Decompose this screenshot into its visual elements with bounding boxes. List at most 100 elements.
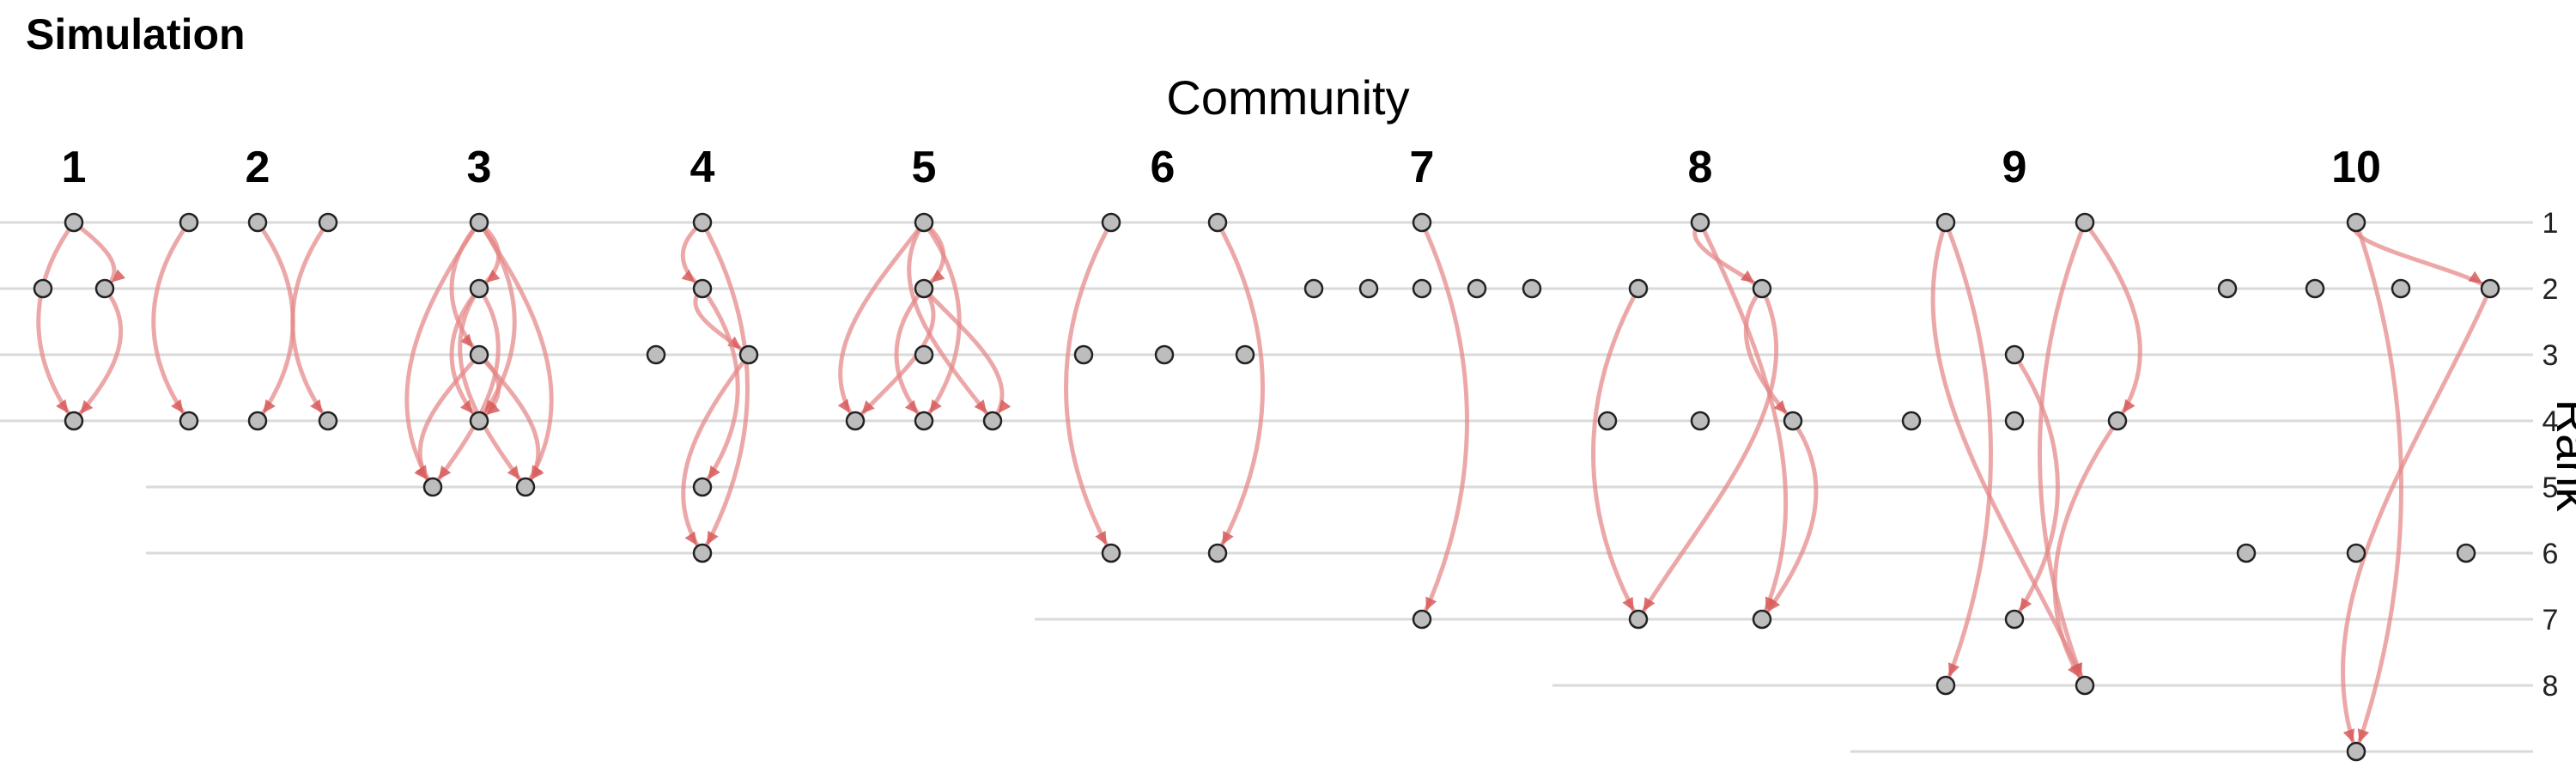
node-10-f (2236, 543, 2257, 563)
edge-2-c-f (290, 221, 331, 423)
edge-8-b-g (1591, 287, 1641, 621)
arrowhead-2-c-f (310, 399, 323, 414)
node-9-d (1901, 411, 1922, 431)
node-6-b (1207, 212, 1228, 233)
rank-gridlines (0, 221, 2533, 753)
node-10-e (2480, 278, 2500, 299)
arrowhead-6-a-f (1095, 530, 1107, 545)
node-6-g (1207, 543, 1228, 563)
node-10-c (2305, 278, 2325, 299)
edge-5-a-f (907, 221, 994, 423)
arrowhead-3-b-d (459, 399, 473, 414)
arrowhead-9-b-f (2123, 399, 2136, 413)
arrowhead-9-c-g (2020, 597, 2032, 612)
node-10-h (2456, 543, 2476, 563)
node-9-a (1935, 212, 1956, 233)
edge-1-a-c (72, 221, 117, 290)
edge-9-a-i (1930, 222, 2087, 687)
node-layer (33, 212, 2500, 762)
rank-tick-7: 7 (2543, 604, 2559, 636)
node-7-a (1412, 212, 1432, 233)
node-2-c (318, 212, 338, 233)
node-5-a (914, 212, 934, 233)
node-10-i (2346, 741, 2366, 762)
node-6-e (1235, 344, 1255, 365)
edge-4-b-e (700, 287, 740, 489)
node-9-g (2004, 609, 2025, 630)
community-label-4: 4 (690, 143, 715, 192)
node-9-f (2107, 411, 2128, 431)
edge-1-a-d (36, 221, 76, 423)
edge-8-a-h (1698, 221, 1789, 620)
node-6-f (1101, 543, 1121, 563)
node-1-d (64, 411, 84, 431)
node-3-b (469, 278, 489, 299)
edge-10-e-i (2341, 287, 2493, 752)
community-label-9: 9 (2002, 143, 2027, 192)
arrowhead-8-c-f (1773, 399, 1787, 414)
node-5-e (914, 411, 934, 431)
arrowhead-7-a-g (1425, 596, 1437, 612)
node-9-c (2004, 344, 2025, 365)
node-4-e (692, 477, 713, 497)
community-label-1: 1 (62, 143, 87, 192)
rank-tick-8: 8 (2543, 670, 2559, 703)
node-7-g (1412, 609, 1432, 630)
node-1-b (33, 278, 53, 299)
edge-9-b-f (2082, 221, 2142, 423)
edge-4-a-b (680, 221, 704, 290)
node-7-b (1303, 278, 1324, 299)
edge-6-a-f (1064, 221, 1114, 555)
node-6-d (1154, 344, 1175, 365)
edge-4-d-f (681, 353, 750, 555)
node-4-a (692, 212, 713, 233)
node-10-g (2346, 543, 2366, 563)
arrowhead-3-c-f (531, 466, 544, 480)
node-5-b (914, 278, 934, 299)
node-10-b (2217, 278, 2238, 299)
arrowhead-5-a-f (974, 399, 987, 414)
arrowhead-5-b-f (998, 399, 1012, 414)
node-10-a (2346, 212, 2366, 233)
community-label-6: 6 (1151, 143, 1176, 192)
node-8-a (1690, 212, 1710, 233)
rank-tick-3: 3 (2543, 339, 2559, 372)
rank-tick-6: 6 (2543, 538, 2559, 570)
arrowhead-2-b-e (263, 399, 276, 414)
edge-8-c-g (1636, 287, 1779, 621)
node-7-d (1412, 278, 1432, 299)
edge-8-f-h (1759, 419, 1819, 621)
edge-3-a-f (477, 221, 554, 489)
arrowhead-9-a-h (1948, 662, 1960, 677)
arrowhead-10-a-i (2357, 728, 2370, 743)
arrowhead-8-f-h (1767, 597, 1781, 612)
node-2-e (247, 411, 268, 431)
node-8-c (1752, 278, 1772, 299)
edge-9-f-i (2052, 419, 2120, 687)
node-5-c (914, 344, 934, 365)
node-3-f (515, 477, 536, 497)
node-1-a (64, 212, 84, 233)
node-7-c (1358, 278, 1379, 299)
edge-10-a-i (2354, 222, 2403, 752)
community-axis-title: Community (1166, 70, 1409, 125)
node-3-c (469, 344, 489, 365)
arrowhead-9-f-i (2068, 663, 2081, 678)
community-label-3: 3 (467, 143, 492, 192)
node-8-g (1628, 609, 1649, 630)
arrowhead-4-a-f (707, 530, 719, 545)
node-6-a (1101, 212, 1121, 233)
arrowhead-3-a-c (459, 333, 473, 348)
edge-3-b-e (431, 287, 501, 489)
arrowhead-8-b-g (1622, 596, 1634, 612)
edge-9-b-i (2038, 222, 2087, 686)
arrowhead-1-a-d (56, 399, 69, 414)
arrowhead-8-a-c (1740, 270, 1755, 283)
arrowhead-4-a-b (681, 269, 696, 283)
arrowhead-3-b-f (507, 466, 520, 480)
arrowhead-1-c-d (80, 399, 94, 414)
community-label-10: 10 (2331, 143, 2381, 192)
node-5-f (982, 411, 1003, 431)
node-8-h (1752, 609, 1772, 630)
